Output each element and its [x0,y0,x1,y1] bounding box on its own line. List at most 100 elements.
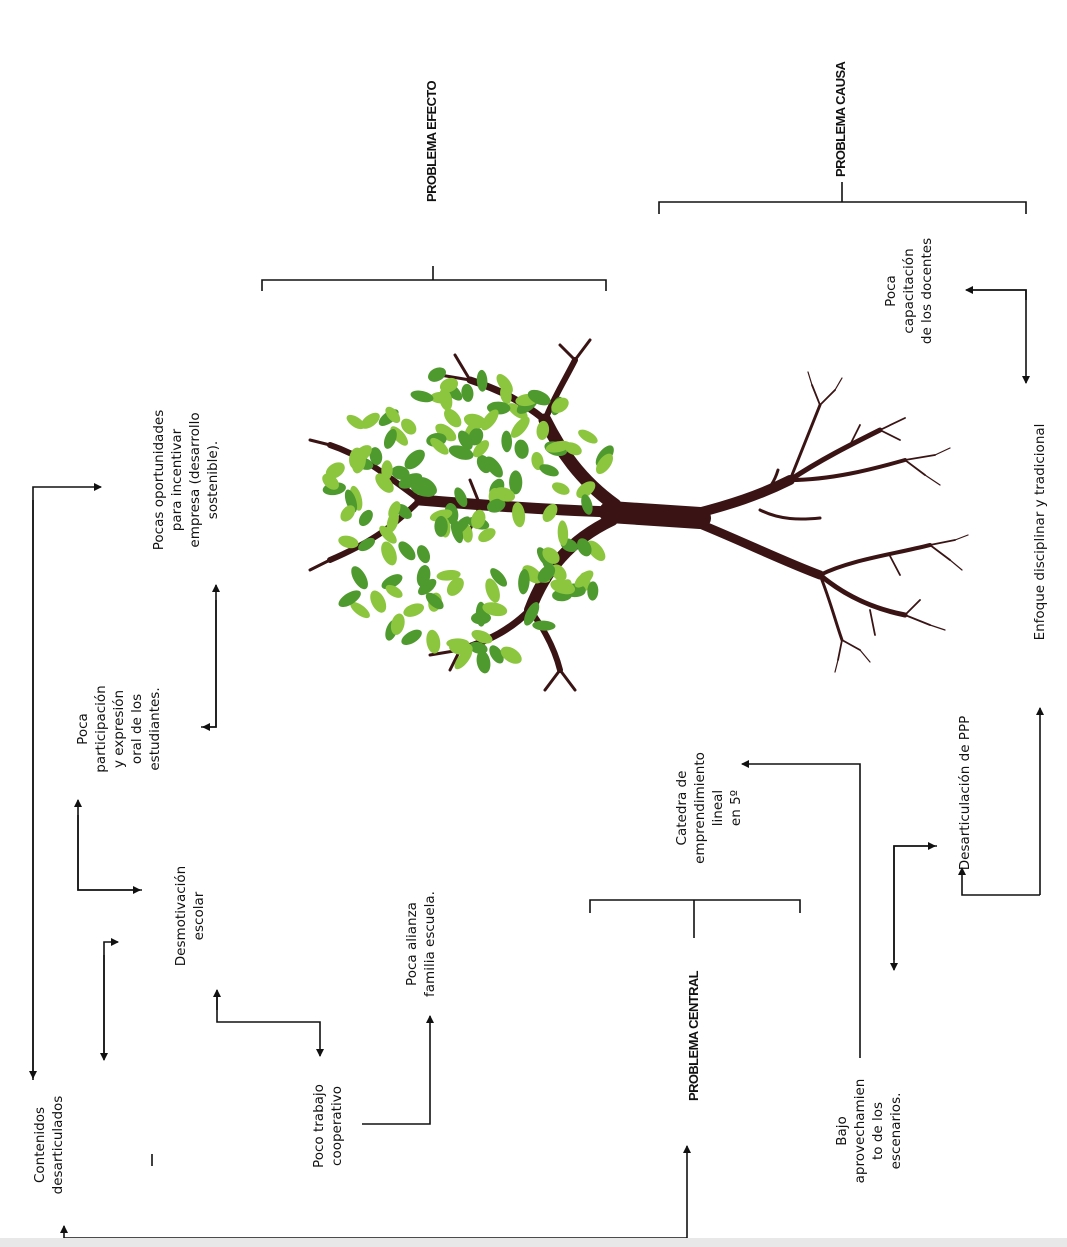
leaf [576,481,596,499]
node-bajo-aprovechamiento: Bajo aprovechamien to de los escenarios. [834,1078,904,1184]
leaf [325,462,345,479]
leaf [523,602,540,626]
node-desmotivacion: Desmotivación escolar [173,865,207,967]
leaf [577,538,592,557]
leaf [471,630,493,644]
leaf [500,646,522,664]
leaf [425,592,444,610]
leaf [536,420,550,440]
leaf [410,390,434,403]
leaf [385,584,403,598]
leaf [351,566,368,590]
leaf [463,413,487,429]
leaf [444,408,462,428]
leaf [485,456,503,478]
leaf [403,603,425,617]
leaf [494,487,516,502]
leaf [482,602,508,617]
bottom-edge [0,1238,1067,1247]
leaf [398,473,423,489]
leaf [476,369,488,392]
leaf [564,442,582,456]
leaf [537,564,556,583]
leaf [381,574,403,590]
leaf [401,629,422,645]
leaf [381,541,397,566]
leaf [416,565,431,588]
leaf [360,412,380,429]
leaf [542,547,560,564]
leaf [439,388,453,411]
leaves [322,367,614,674]
leaf [446,638,470,649]
leaf [545,440,571,453]
leaf [383,428,397,449]
leaf [385,406,401,424]
node-poca-capacitacion: Poca capacitación de los docentes [883,237,935,345]
leaf [454,487,468,507]
leaf [489,645,504,664]
header-problema-efecto: PROBLEMA EFECTO [424,80,439,202]
node-pocas-oportunidades: Pocas oportunidades para incentivar empr… [151,409,221,551]
leaf [370,590,387,613]
leaf [346,414,365,430]
arrow-enfoque-ppp [958,867,1040,896]
leaf [448,445,474,460]
leaf [404,449,425,470]
leaf [369,447,383,466]
leaf [430,437,449,455]
leaf [485,578,500,603]
leaf [379,525,397,544]
leaf [439,377,459,393]
leaf [501,430,513,453]
leaf [518,569,530,595]
node-poco-trabajo: Poco trabajo cooperativo [311,1084,345,1168]
leaf [446,577,464,596]
leaf [435,423,457,442]
leaf [478,528,496,543]
node-contenidos: Contenidos desarticulados [32,1095,66,1195]
leaf [434,515,448,537]
leaf [436,569,461,581]
leaf [471,611,491,625]
node-poca-participacion: Poca participación y expresión oral de l… [75,685,163,773]
header-problema-central: PROBLEMA CENTRAL [686,970,701,1101]
leaf [552,482,570,495]
leaf [532,620,556,631]
leaf [358,509,373,527]
leaf [391,465,410,480]
leaf [586,540,606,562]
node-catedra: Catedra de emprendimiento lineal en 5º [674,752,744,864]
leaf [574,570,594,588]
leaf [338,535,359,549]
leaf [512,502,526,528]
leaf [426,629,441,654]
leaf [509,470,523,495]
causa-bracket [658,182,1027,214]
leaf [461,383,474,402]
leaf [539,464,559,477]
leaf [550,579,576,595]
leaf [401,418,417,435]
leaf [551,397,569,414]
efecto-bracket [261,266,607,291]
leaf [476,650,491,674]
leaf [486,498,506,513]
arrow-catedra-bajo [741,760,861,1058]
central-bracket [589,899,801,938]
leaf [416,545,431,564]
leaf [398,541,416,561]
leaf [417,477,437,496]
leaf [557,520,569,546]
leaf [587,581,599,601]
leaf [452,516,471,536]
leaf [468,427,484,446]
node-enfoque: Enfoque disciplinar y tradicional [1032,423,1048,641]
leaf [338,590,361,608]
leaf [454,648,473,670]
node-poca-alianza: Poca alianza familia escuela. [404,891,438,997]
leaf [527,389,551,406]
node-desarticulacion-ppp: Desarticulación de PPP [957,715,973,871]
leaf [375,473,394,493]
leaf [490,568,508,587]
